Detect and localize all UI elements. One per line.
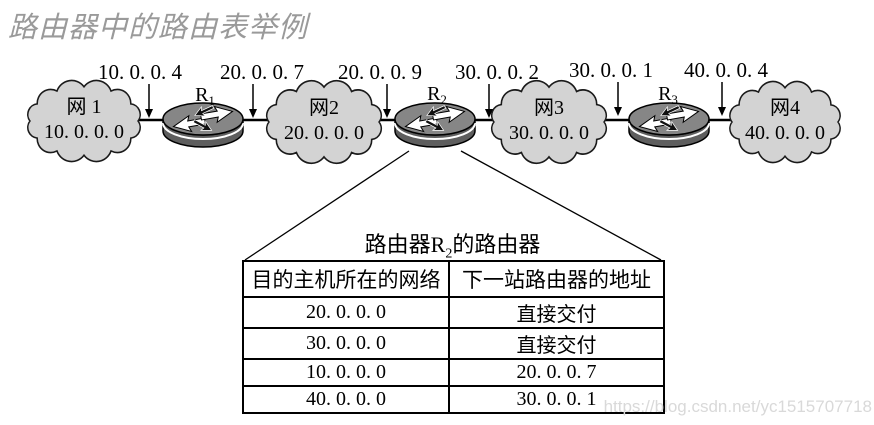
table-row: 40. 0. 0. 0 30. 0. 0. 1 bbox=[242, 385, 665, 414]
header-dest-network: 目的主机所在的网络 bbox=[242, 260, 450, 298]
down-arrow-icon bbox=[382, 83, 392, 119]
down-arrow-icon bbox=[248, 83, 258, 119]
dest-network-cell: 40. 0. 0. 0 bbox=[242, 385, 450, 414]
table-row: 10. 0. 0. 0 20. 0. 0. 7 bbox=[242, 358, 665, 387]
network-cloud-address: 30. 0. 0. 0 bbox=[509, 122, 589, 144]
network-cloud-address: 10. 0. 0. 0 bbox=[44, 121, 124, 143]
router-r3-label: R3 bbox=[658, 83, 678, 107]
network-cloud-1: 网 1 10. 0. 0. 0 bbox=[27, 79, 141, 163]
network-cloud-name: 网 1 bbox=[67, 96, 102, 118]
network-cloud-address: 40. 0. 0. 0 bbox=[745, 122, 825, 144]
next-hop-cell: 30. 0. 0. 1 bbox=[448, 385, 665, 414]
router-r1-icon bbox=[163, 102, 243, 147]
routing-table-header-row: 目的主机所在的网络 下一站路由器的地址 bbox=[242, 260, 665, 298]
routing-table-title: 路由器R2的路由器 bbox=[242, 227, 663, 262]
network-cloud-3: 网3 30. 0. 0. 0 bbox=[490, 79, 608, 165]
network-cloud-2: 网2 20. 0. 0. 0 bbox=[265, 79, 383, 165]
network-cloud-name: 网2 bbox=[309, 97, 339, 119]
page-title: 路由器中的路由表举例 bbox=[8, 12, 309, 44]
dest-network-cell: 20. 0. 0. 0 bbox=[242, 296, 450, 329]
interface-ip-label-6: 40. 0. 0. 4 bbox=[684, 58, 769, 82]
next-hop-cell: 直接交付 bbox=[448, 296, 665, 329]
interface-ip-label-1: 10. 0. 0. 4 bbox=[98, 60, 183, 84]
network-cloud-name: 网4 bbox=[770, 97, 800, 119]
router-r2-label: R2 bbox=[427, 83, 447, 107]
interface-ip-label-2: 20. 0. 0. 7 bbox=[220, 60, 304, 84]
network-cloud-address: 20. 0. 0. 0 bbox=[284, 122, 364, 144]
dest-network-cell: 10. 0. 0. 0 bbox=[242, 358, 450, 387]
down-arrow-icon bbox=[144, 83, 154, 119]
table-row: 20. 0. 0. 0 直接交付 bbox=[242, 296, 665, 329]
next-hop-cell: 直接交付 bbox=[448, 327, 665, 360]
routing-table-title-prefix: 路由器R bbox=[364, 232, 446, 257]
funnel-line-right bbox=[460, 150, 662, 261]
network-cloud-name: 网3 bbox=[534, 97, 564, 119]
interface-ip-label-5: 30. 0. 0. 1 bbox=[569, 58, 653, 82]
routing-table: 目的主机所在的网络 下一站路由器的地址 20. 0. 0. 0 直接交付 30.… bbox=[242, 260, 665, 414]
interface-ip-label-3: 20. 0. 0. 9 bbox=[338, 60, 422, 84]
routing-table-title-sub: 2 bbox=[445, 246, 453, 262]
dest-network-cell: 30. 0. 0. 0 bbox=[242, 327, 450, 360]
down-arrow-icon bbox=[717, 81, 727, 117]
router-r3-icon bbox=[629, 102, 709, 147]
next-hop-cell: 20. 0. 0. 7 bbox=[448, 358, 665, 387]
router-r2-icon bbox=[395, 102, 475, 147]
header-next-hop: 下一站路由器的地址 bbox=[448, 260, 665, 298]
funnel-line-left bbox=[244, 150, 410, 261]
routing-table-title-suffix: 的路由器 bbox=[452, 232, 541, 257]
interface-ip-label-4: 30. 0. 0. 2 bbox=[455, 60, 539, 84]
table-row: 30. 0. 0. 0 直接交付 bbox=[242, 327, 665, 360]
watermark: https://blog.csdn.net/yc1515707718 bbox=[603, 397, 872, 416]
router-r1-label: R1 bbox=[195, 84, 215, 108]
down-arrow-icon bbox=[613, 81, 623, 117]
network-cloud-4: 网4 40. 0. 0. 0 bbox=[729, 80, 841, 164]
